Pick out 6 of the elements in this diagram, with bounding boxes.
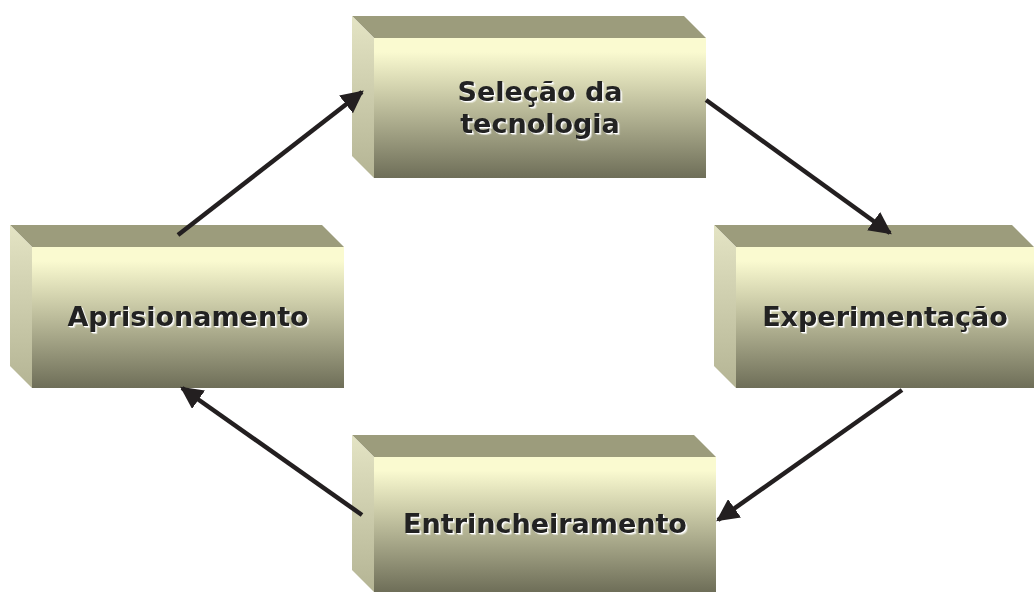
block-label: Entrincheiramento [403, 508, 687, 541]
arrow [704, 98, 892, 235]
arrow [716, 388, 904, 522]
block-label: Aprisionamento [67, 301, 309, 334]
block-label: Experimentação [762, 301, 1008, 334]
block-label: Seleção da tecnologia [456, 75, 624, 141]
